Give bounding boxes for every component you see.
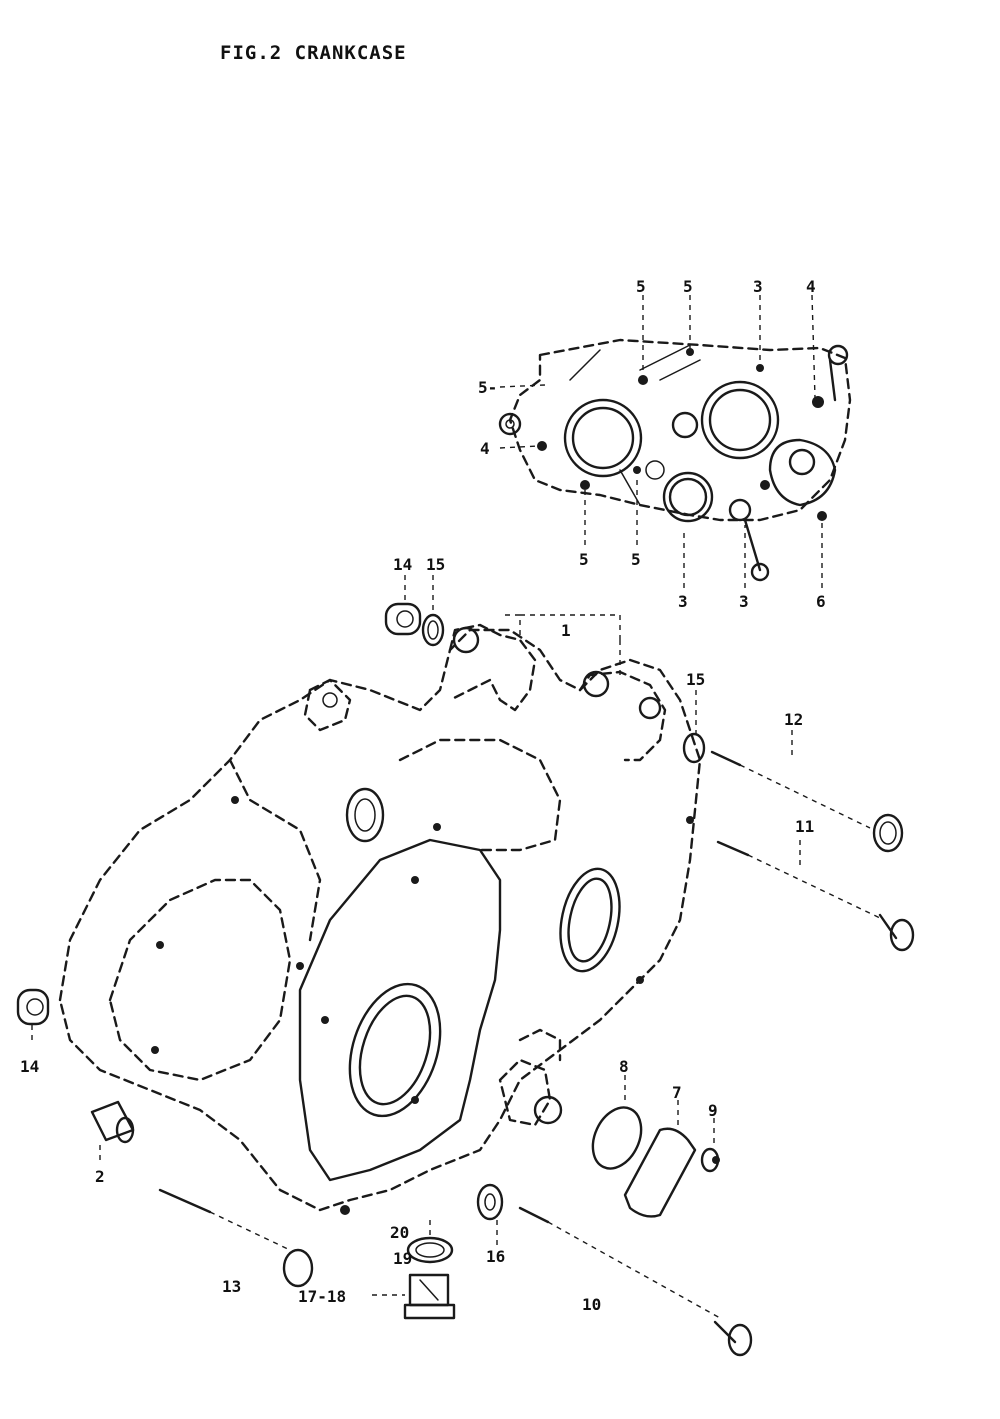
part-12-bolt (710, 750, 904, 853)
callout-5-bottom-a: 5 (579, 550, 589, 569)
part-14-cap-left (16, 988, 50, 1026)
callout-12: 12 (784, 710, 803, 729)
callout-5-bottom-b: 5 (631, 550, 641, 569)
callout-11: 11 (795, 817, 814, 836)
callout-3-bottom-a: 3 (678, 592, 688, 611)
callout-10: 10 (582, 1295, 601, 1314)
figure-title: FIG.2 CRANKCASE (220, 42, 407, 64)
callout-8: 8 (619, 1057, 629, 1076)
part-7-cover (623, 1127, 697, 1218)
callout-19: 19 (393, 1249, 412, 1268)
part-13-bolt (158, 1188, 314, 1288)
crankcase-inner-view (498, 294, 852, 588)
callout-7: 7 (672, 1083, 682, 1102)
callout-16: 16 (486, 1247, 505, 1266)
callout-4-left: 4 (480, 439, 490, 458)
callout-5-left: 5- (478, 378, 497, 397)
part-8-o-ring (591, 1106, 643, 1170)
part-10-long-bolt (518, 1206, 753, 1357)
part-2-dowel (90, 1100, 135, 1144)
callout-6: 6 (816, 592, 826, 611)
callout-20: 20 (390, 1223, 409, 1242)
callout-15-right: 15 (686, 670, 705, 689)
part-20-gasket (406, 1236, 454, 1264)
callout-9: 9 (708, 1101, 718, 1120)
part-16-washer (476, 1183, 504, 1221)
callout-2: 2 (95, 1167, 105, 1186)
part-17-18-drain-plug (403, 1273, 456, 1320)
callout-1: 1 (561, 621, 571, 640)
callout-5-top-b: 5 (683, 277, 693, 296)
part-15-washer-upper (421, 613, 445, 647)
callout-14-top: 14 (393, 555, 412, 574)
part-15-washer-right (682, 732, 706, 764)
callout-4-top: 4 (806, 277, 816, 296)
callout-13: 13 (222, 1277, 241, 1296)
callout-3-bottom-b: 3 (739, 592, 749, 611)
crankcase-main-assembly (58, 623, 702, 1215)
callout-14-left: 14 (20, 1057, 39, 1076)
callout-3-top: 3 (753, 277, 763, 296)
callout-labels: 5 5 3 4 5- 4 5 5 3 3 6 14 15 1 15 12 11 … (20, 277, 826, 1314)
callout-5-top-a: 5 (636, 277, 646, 296)
callout-17-18: 17-18 (298, 1287, 346, 1306)
callout-15-top: 15 (426, 555, 445, 574)
part-11-long-bolt (716, 840, 915, 952)
part-9-screw (700, 1147, 720, 1173)
part-14-cap-upper (384, 602, 422, 636)
